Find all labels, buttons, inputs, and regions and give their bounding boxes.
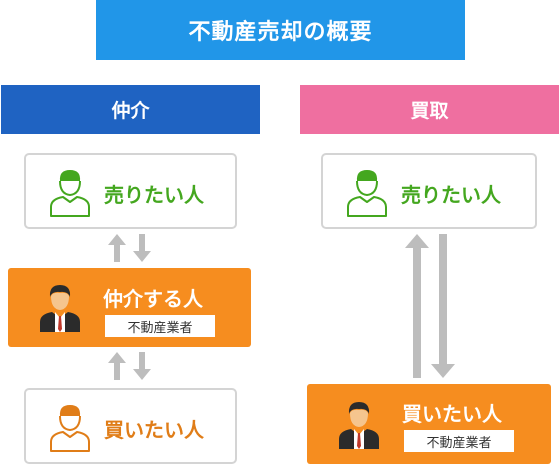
right-buyer-card: 買いたい人 不動産業者 (307, 384, 551, 464)
right-seller-card: 売りたい人 (321, 153, 537, 229)
right-buyer-badge: 不動産業者 (404, 430, 514, 452)
left-broker-badge: 不動産業者 (105, 315, 215, 337)
right-buyer-label: 買いたい人 (402, 402, 502, 426)
brokerage-header: 仲介 (1, 85, 260, 134)
up-down-arrows-icon (108, 352, 151, 380)
left-buyer-label: 買いたい人 (104, 418, 204, 442)
buyback-header: 買取 (300, 85, 559, 134)
up-down-arrows-icon (108, 234, 151, 262)
businessman-icon (339, 402, 379, 449)
left-seller-label: 売りたい人 (104, 183, 204, 207)
left-seller-card: 売りたい人 (24, 153, 237, 229)
right-seller-label: 売りたい人 (401, 183, 501, 207)
person-outline-icon (50, 405, 90, 452)
left-broker-label: 仲介する人 (103, 287, 203, 311)
businessman-icon (40, 285, 80, 332)
left-buyer-card: 買いたい人 (24, 388, 237, 464)
up-down-arrows-icon (405, 234, 455, 378)
person-outline-icon (50, 170, 90, 217)
left-broker-card: 仲介する人 不動産業者 (8, 268, 251, 347)
page-title: 不動産売却の概要 (96, 0, 465, 60)
person-outline-icon (347, 170, 387, 217)
